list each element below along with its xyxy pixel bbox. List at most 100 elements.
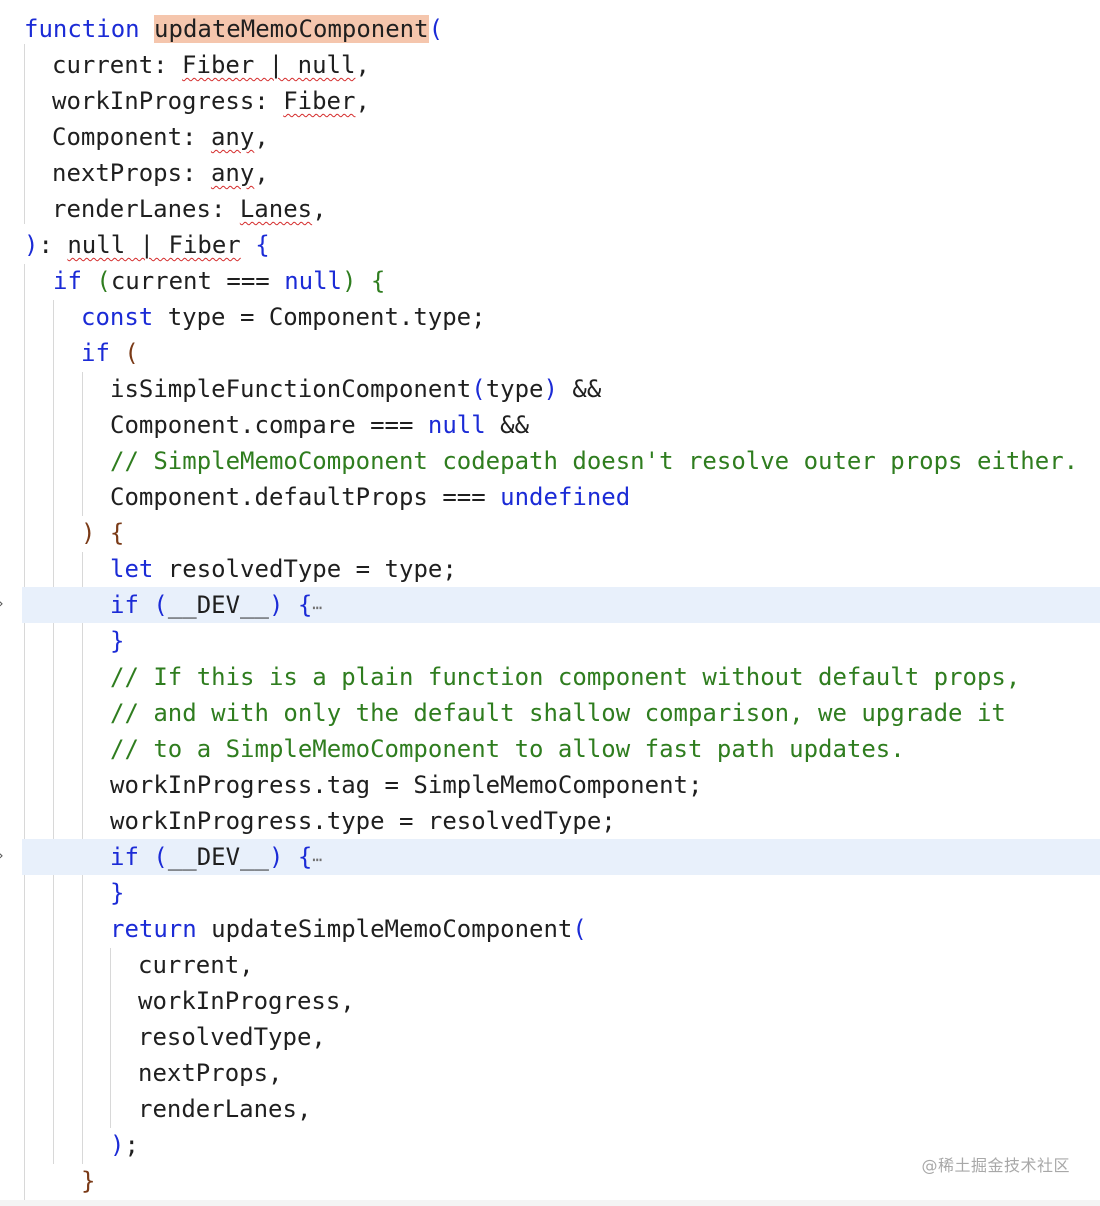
- open-brace: {: [297, 843, 313, 871]
- open-paren: (: [471, 375, 486, 403]
- code-line[interactable]: let resolvedType = type;: [0, 551, 1100, 587]
- expression: current ===: [110, 267, 285, 295]
- code-line[interactable]: Component.defaultProps === undefined: [0, 479, 1100, 515]
- code-line[interactable]: workInProgress.tag = SimpleMemoComponent…: [0, 767, 1100, 803]
- punctuation: ,: [254, 159, 269, 187]
- chevron-right-icon[interactable]: ›: [0, 597, 8, 611]
- code-line[interactable]: nextProps: any,: [0, 155, 1100, 191]
- argument: resolvedType,: [138, 1023, 326, 1051]
- close-paren: ): [268, 591, 284, 619]
- keyword-null: null: [284, 267, 342, 295]
- open-paren: (: [153, 591, 168, 619]
- close-paren: ): [342, 267, 357, 295]
- operator: &&: [557, 375, 602, 403]
- open-paren: (: [124, 339, 139, 367]
- argument: nextProps,: [138, 1059, 283, 1087]
- code-line[interactable]: }: [0, 875, 1100, 911]
- code-line[interactable]: ): null | Fiber {: [0, 227, 1100, 263]
- punctuation: :: [38, 231, 68, 259]
- open-brace: {: [109, 519, 125, 547]
- code-line[interactable]: resolvedType,: [0, 1019, 1100, 1055]
- comment: // and with only the default shallow com…: [110, 699, 1006, 727]
- punctuation: ,: [355, 51, 370, 79]
- comment: // to a SimpleMemoComponent to allow fas…: [110, 735, 905, 763]
- code-line[interactable]: function updateMemoComponent(: [0, 11, 1100, 47]
- code-line[interactable]: workInProgress: Fiber,: [0, 83, 1100, 119]
- close-paren: ): [268, 843, 284, 871]
- code-line[interactable]: workInProgress,: [0, 983, 1100, 1019]
- return-type: null | Fiber: [67, 231, 241, 259]
- code-line[interactable]: current,: [0, 947, 1100, 983]
- keyword-const: const: [81, 303, 154, 331]
- open-brace: {: [297, 591, 313, 619]
- folded-code-line[interactable]: if (__DEV__) {⋯: [22, 839, 1100, 875]
- identifier: __DEV__: [167, 591, 269, 619]
- indent-guide: [53, 300, 54, 1164]
- param-name: renderLanes:: [52, 195, 240, 223]
- close-brace: }: [110, 627, 125, 655]
- keyword-undefined: undefined: [500, 483, 631, 511]
- code-line[interactable]: nextProps,: [0, 1055, 1100, 1091]
- punctuation: ;: [124, 1131, 139, 1159]
- statement: workInProgress.tag = SimpleMemoComponent…: [110, 771, 703, 799]
- code-line[interactable]: Component: any,: [0, 119, 1100, 155]
- code-line[interactable]: }: [0, 1163, 1100, 1199]
- folded-code-line[interactable]: if (__DEV__) {⋯: [22, 587, 1100, 623]
- function-call: updateSimpleMemoComponent: [196, 915, 573, 943]
- code-line[interactable]: return updateSimpleMemoComponent(: [0, 911, 1100, 947]
- indent-guide: [110, 948, 111, 1128]
- argument: current,: [138, 951, 254, 979]
- code-line[interactable]: Component.compare === null &&: [0, 407, 1100, 443]
- close-paren: ): [81, 519, 96, 547]
- close-paren: ): [110, 1131, 125, 1159]
- code-line[interactable]: }: [0, 623, 1100, 659]
- indent-guide: [24, 264, 25, 1206]
- code-line[interactable]: // to a SimpleMemoComponent to allow fas…: [0, 731, 1100, 767]
- open-paren: (: [96, 267, 111, 295]
- open-paren: (: [153, 843, 168, 871]
- code-line[interactable]: isSimpleFunctionComponent(type) &&: [0, 371, 1100, 407]
- open-paren: (: [428, 15, 444, 43]
- type-annotation: any: [210, 123, 255, 151]
- keyword-if: if: [53, 267, 82, 295]
- chevron-right-icon[interactable]: ›: [0, 849, 8, 863]
- function-name: updateMemoComponent: [154, 15, 429, 43]
- code-line[interactable]: const type = Component.type;: [0, 299, 1100, 335]
- comment: // If this is a plain function component…: [110, 663, 1021, 691]
- keyword-null: null: [427, 411, 486, 439]
- code-line[interactable]: // If this is a plain function component…: [0, 659, 1100, 695]
- argument: workInProgress,: [138, 987, 355, 1015]
- code-line[interactable]: ) {: [0, 515, 1100, 551]
- punctuation: ,: [355, 87, 370, 115]
- keyword-let: let: [110, 555, 154, 583]
- close-brace: }: [110, 879, 125, 907]
- open-brace: {: [370, 267, 386, 295]
- folded-ellipsis-icon[interactable]: ⋯: [312, 850, 322, 869]
- param-name: nextProps:: [52, 159, 211, 187]
- code-line[interactable]: if (current === null) {: [0, 263, 1100, 299]
- type-annotation: any: [210, 159, 255, 187]
- code-line[interactable]: // and with only the default shallow com…: [0, 695, 1100, 731]
- identifier: __DEV__: [167, 843, 269, 871]
- statement: resolvedType = type;: [153, 555, 457, 583]
- code-line[interactable]: current: Fiber | null,: [0, 47, 1100, 83]
- open-brace: {: [255, 231, 270, 259]
- code-line[interactable]: // SimpleMemoComponent codepath doesn't …: [0, 443, 1100, 479]
- code-line[interactable]: renderLanes,: [0, 1091, 1100, 1127]
- punctuation: ,: [254, 123, 269, 151]
- param-name: current:: [52, 51, 183, 79]
- code-line[interactable]: workInProgress.type = resolvedType;: [0, 803, 1100, 839]
- keyword-if: if: [110, 591, 139, 619]
- type-annotation: Fiber: [283, 87, 356, 115]
- folded-ellipsis-icon[interactable]: ⋯: [312, 598, 322, 617]
- code-line[interactable]: );: [0, 1127, 1100, 1163]
- comment: // SimpleMemoComponent codepath doesn't …: [110, 447, 1079, 475]
- keyword-if: if: [110, 843, 139, 871]
- keyword-return: return: [110, 915, 197, 943]
- code-line[interactable]: renderLanes: Lanes,: [0, 191, 1100, 227]
- code-line[interactable]: if (: [0, 335, 1100, 371]
- close-paren: ): [24, 231, 39, 259]
- watermark: @稀土掘金技术社区: [921, 1156, 1070, 1175]
- operator: &&: [485, 411, 530, 439]
